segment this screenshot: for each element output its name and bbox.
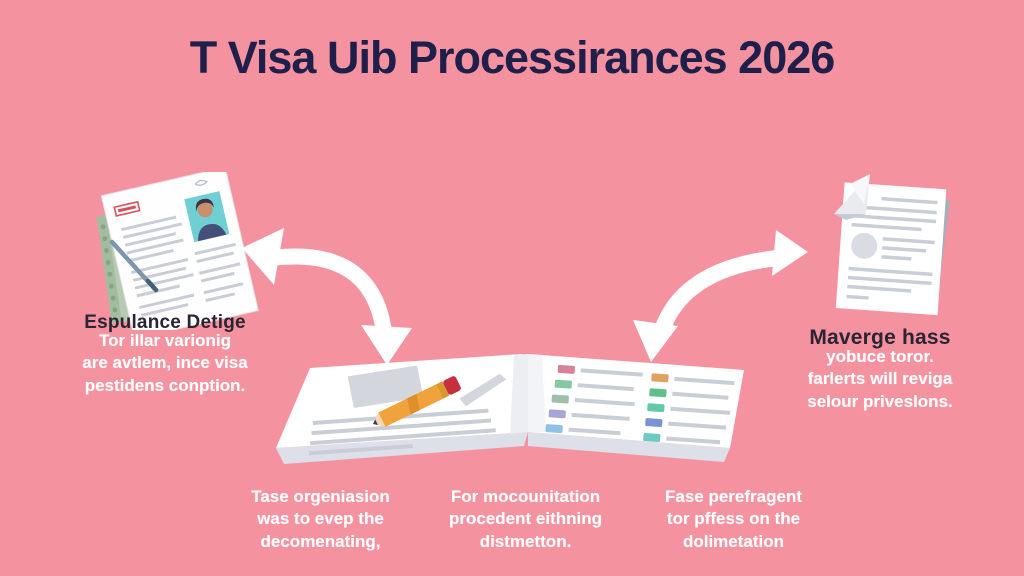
caption-left: Tase orgeniasion was to evep the decomen… [228,486,413,553]
right-step-line: farlerts will reviga [807,369,953,389]
task-list-column [643,373,735,445]
stamp-circle-icon [851,232,878,259]
pencil-icon [373,376,461,427]
right-step-line: yobuce toror. [826,347,934,366]
caption-line: procedent eithning [449,509,602,529]
portrait-photo-icon [184,191,230,243]
caption-line: tor pffess on the [666,509,801,529]
caption-line: was to evep the [257,509,384,529]
left-step-line: are avtlem, ince visa [82,353,248,373]
caption-line: dolimetation [682,531,785,551]
red-label-icon [113,200,141,217]
resume-documents-icon [96,172,259,330]
left-step-text: Espulance Detige Tor illar varionig are … [52,312,278,397]
text-lines [846,196,938,300]
image-placeholder-icon [347,365,424,409]
text-lines [194,242,244,302]
left-step-line: Tor illar varionig [99,331,231,350]
right-step-text: Maverge hass yobuce toror. farlerts will… [770,326,990,413]
front-sheet-icon [835,182,947,316]
document-icon [834,174,950,316]
caption-center: For mocounitation procedent eithning dis… [428,486,623,553]
pen-icon [109,239,159,293]
open-book-icon [276,354,744,464]
signature-icon [194,179,209,186]
caption-line: For mocounitation [450,487,601,506]
right-page-content [545,364,735,445]
right-step-line: selour priveslons. [807,391,953,411]
left-step-heading: Espulance Detige [84,312,246,333]
caption-line: decomenating, [260,531,381,551]
folded-corner-icon [834,174,870,220]
left-step-line: pestidens conption. [84,375,246,395]
right-step-heading: Maverge hass [809,326,951,349]
caption-line: Tase orgeniasion [251,487,390,506]
caption-line: distmetton. [479,531,572,551]
caption-line: Fase perefragent [665,487,802,506]
page-title: T Visa Uib Processirances 2026 [189,32,836,83]
text-lines [121,215,195,317]
task-list-column [545,364,643,436]
swoosh-shape-icon [459,373,507,407]
resume-sheet-icon [100,172,259,330]
caption-right: Fase perefragent tor pffess on the dolim… [636,486,831,553]
